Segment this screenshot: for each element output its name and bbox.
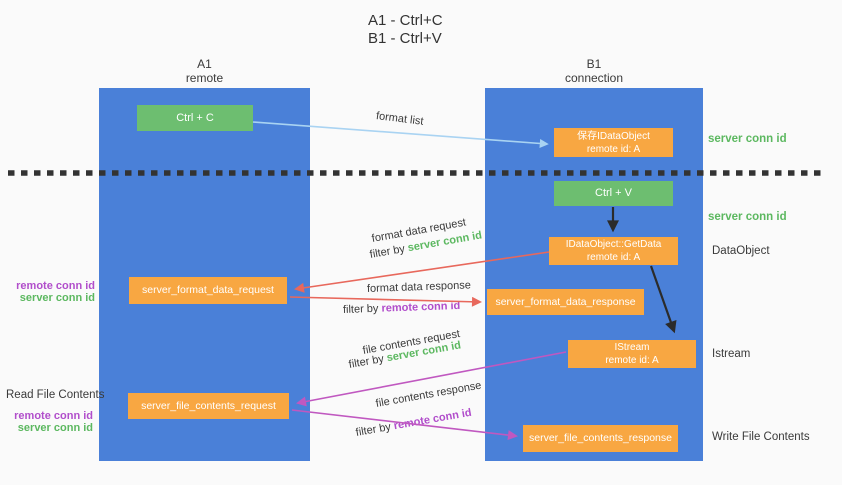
label-format-list: format list: [375, 110, 425, 128]
lane-b1-name: B1: [586, 57, 602, 71]
label-conn-ids-format: remote conn id server conn id: [10, 280, 95, 304]
node-ctrl-c: Ctrl + C: [137, 105, 253, 131]
node-server-file-contents-request: server_file_contents_request: [128, 393, 289, 419]
node-format-request-label: server_format_data_request: [142, 284, 274, 296]
label-format-data-response: format data response: [366, 279, 472, 295]
node-file-request-label: server_file_contents_request: [141, 399, 276, 412]
node-istream-line1: IStream: [614, 342, 650, 353]
lane-b1-sub: connection: [564, 71, 624, 85]
label-server-conn-id-1: server conn id: [19, 291, 95, 304]
lane-a1-sub: remote: [185, 71, 224, 85]
node-server-format-data-request: server_format_data_request: [129, 277, 287, 304]
node-save-idataobject-line2: remote id: A: [586, 143, 641, 155]
label-filter-by-remote-conn-id-format: filter by remote conn id: [343, 300, 461, 317]
node-getdata-line2: remote id: A: [586, 252, 641, 263]
label-dataobject: DataObject: [712, 245, 770, 257]
remote-conn-id-text: remote conn id: [392, 406, 473, 433]
label-server-conn-id-top: server conn id: [708, 133, 787, 145]
filter-by-text: filter by: [354, 420, 395, 439]
label-conn-ids-file: remote conn id server conn id: [10, 410, 93, 434]
node-file-response-label: server_file_contents_response: [528, 432, 672, 444]
node-ctrl-v-label: Ctrl + V: [595, 187, 632, 199]
remote-conn-id-text: remote conn id: [381, 299, 461, 315]
lane-b1-header: B1 connection: [485, 57, 703, 85]
lane-a1-header: A1 remote: [99, 57, 310, 85]
node-ctrl-v: Ctrl + V: [554, 181, 673, 206]
filter-by-text: filter by: [342, 302, 382, 316]
label-filter-by-remote-conn-id-file: filter by remote conn id: [355, 407, 473, 440]
label-write-file-contents: Write File Contents: [712, 431, 810, 443]
node-istream: IStream remote id: A: [568, 340, 696, 368]
label-istream: Istream: [712, 348, 751, 360]
node-idataobject-getdata: IDataObject::GetData remote id: A: [549, 237, 678, 265]
label-remote-conn-id-1: remote conn id: [16, 280, 95, 292]
diagram-title-line2: B1 - Ctrl+V: [368, 30, 442, 47]
filter-by-text: filter by: [347, 352, 388, 371]
node-server-format-data-response: server_format_data_response: [487, 289, 644, 315]
node-save-idataobject: 保存IDataObject remote id: A: [554, 128, 673, 157]
label-remote-conn-id-2: remote conn id: [14, 410, 93, 422]
node-getdata-line1: IDataObject::GetData: [565, 239, 662, 250]
node-ctrl-c-label: Ctrl + C: [176, 111, 214, 124]
diagram-title-line1: A1 - Ctrl+C: [368, 12, 443, 29]
label-read-file-contents: Read File Contents: [6, 389, 105, 401]
diagram-title: A1 - Ctrl+C B1 - Ctrl+V: [368, 12, 443, 48]
node-save-idataobject-line1: 保存IDataObject: [577, 130, 650, 142]
node-format-response-label: server_format_data_response: [495, 295, 636, 308]
label-server-conn-id-2: server conn id: [17, 421, 93, 434]
node-server-file-contents-response: server_file_contents_response: [523, 425, 678, 452]
node-istream-line2: remote id: A: [605, 355, 659, 366]
label-server-conn-id-mid: server conn id: [708, 211, 787, 223]
lane-a1-name: A1: [197, 57, 212, 71]
label-file-contents-response: file contents response: [374, 379, 483, 410]
